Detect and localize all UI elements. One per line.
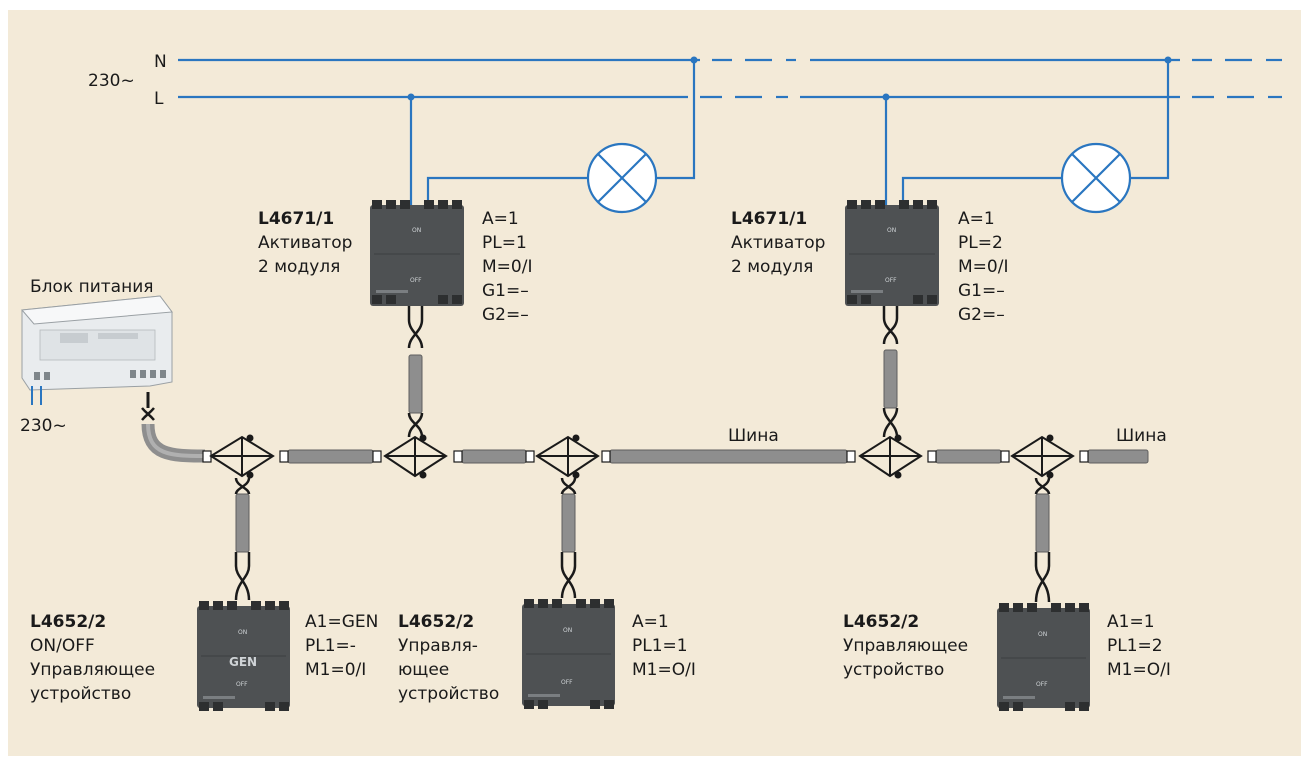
actuator-config-line: PL=1 bbox=[482, 233, 527, 253]
control-desc-line: ющее bbox=[398, 660, 449, 680]
control-config-line: A=1 bbox=[632, 612, 669, 632]
lamp-icon bbox=[586, 142, 658, 214]
control-config-line: A1=GEN bbox=[305, 612, 378, 632]
control-off-label: OFF bbox=[561, 679, 573, 686]
actuator-config-line: A=1 bbox=[482, 209, 519, 229]
control-config-line: M1=O/I bbox=[1107, 660, 1171, 680]
power-supply-title: Блок питания bbox=[30, 277, 153, 297]
actuator-on-label: ON bbox=[412, 227, 421, 234]
control-gen-label: GEN bbox=[229, 655, 257, 669]
control-off-label: OFF bbox=[1036, 681, 1048, 688]
control-config-line: PL1=2 bbox=[1107, 636, 1163, 656]
control-config-line: M1=0/I bbox=[305, 660, 366, 680]
actuator-config-line: A=1 bbox=[958, 209, 995, 229]
control-device bbox=[522, 599, 615, 709]
control-device bbox=[997, 603, 1090, 711]
actuator-desc-line: 2 модуля bbox=[258, 257, 340, 277]
actuator-device bbox=[370, 200, 464, 306]
actuator-on-label: ON bbox=[887, 227, 896, 234]
control-config-line: PL1=1 bbox=[632, 636, 688, 656]
mains-junctions bbox=[407, 56, 1172, 101]
control-code: L4652/2 bbox=[398, 612, 474, 632]
bus-junction bbox=[858, 435, 923, 478]
bus-junction bbox=[209, 435, 275, 478]
bus-junction bbox=[383, 435, 448, 478]
actuator-config-line: M=0/I bbox=[482, 257, 532, 277]
actuator-desc-line: Активатор bbox=[258, 233, 352, 253]
lamp-icon bbox=[1060, 142, 1132, 214]
control-code: L4652/2 bbox=[843, 612, 919, 632]
bus-junction bbox=[1010, 435, 1075, 478]
control-desc-line: Управляющее bbox=[843, 636, 968, 656]
actuator-off-label: OFF bbox=[885, 277, 897, 284]
actuator-off-label: OFF bbox=[410, 277, 422, 284]
control-config-line: M1=O/I bbox=[632, 660, 696, 680]
control-desc-line: устройство bbox=[30, 684, 131, 704]
control-desc-line: Управляющее bbox=[30, 660, 155, 680]
mains-supply bbox=[178, 58, 1282, 210]
control-on-label: ON bbox=[563, 627, 572, 634]
actuator-config-line: G2=– bbox=[482, 305, 529, 325]
neutral-label: N bbox=[154, 52, 167, 72]
bus-label-end: Шина bbox=[1116, 426, 1167, 446]
control-on-label: ON bbox=[1038, 631, 1047, 638]
bus-junction bbox=[535, 435, 600, 478]
control-off-label: OFF bbox=[236, 681, 248, 688]
actuator-config-line: PL=2 bbox=[958, 233, 1003, 253]
control-on-label: ON bbox=[238, 629, 247, 636]
control-desc-line: устройство bbox=[843, 660, 944, 680]
actuator-config-line: G1=– bbox=[482, 281, 529, 301]
bus-cable bbox=[141, 349, 1149, 553]
control-device bbox=[197, 601, 290, 711]
control-code: L4652/2 bbox=[30, 612, 106, 632]
actuator-desc-line: Активатор bbox=[731, 233, 825, 253]
mains-voltage-label: 230~ bbox=[88, 71, 135, 91]
control-config-line: PL1=- bbox=[305, 636, 356, 656]
control-desc-line: устройство bbox=[398, 684, 499, 704]
actuator-config-line: M=0/I bbox=[958, 257, 1008, 277]
bus-label-mid: Шина bbox=[728, 426, 779, 446]
control-desc-line: ON/OFF bbox=[30, 636, 95, 656]
actuator-desc-line: 2 модуля bbox=[731, 257, 813, 277]
twisted-pair bbox=[234, 306, 1051, 603]
power-input-wires bbox=[31, 386, 42, 405]
live-label: L bbox=[154, 89, 164, 109]
control-config-line: A1=1 bbox=[1107, 612, 1155, 632]
actuator-config-line: G1=– bbox=[958, 281, 1005, 301]
actuator-device bbox=[845, 200, 939, 306]
control-desc-line: Управля- bbox=[398, 636, 478, 656]
power-supply-input-label: 230~ bbox=[20, 416, 67, 436]
actuator-code: L4671/1 bbox=[731, 209, 807, 229]
power-supply-unit bbox=[20, 295, 173, 391]
actuator-config-line: G2=– bbox=[958, 305, 1005, 325]
actuator-code: L4671/1 bbox=[258, 209, 334, 229]
